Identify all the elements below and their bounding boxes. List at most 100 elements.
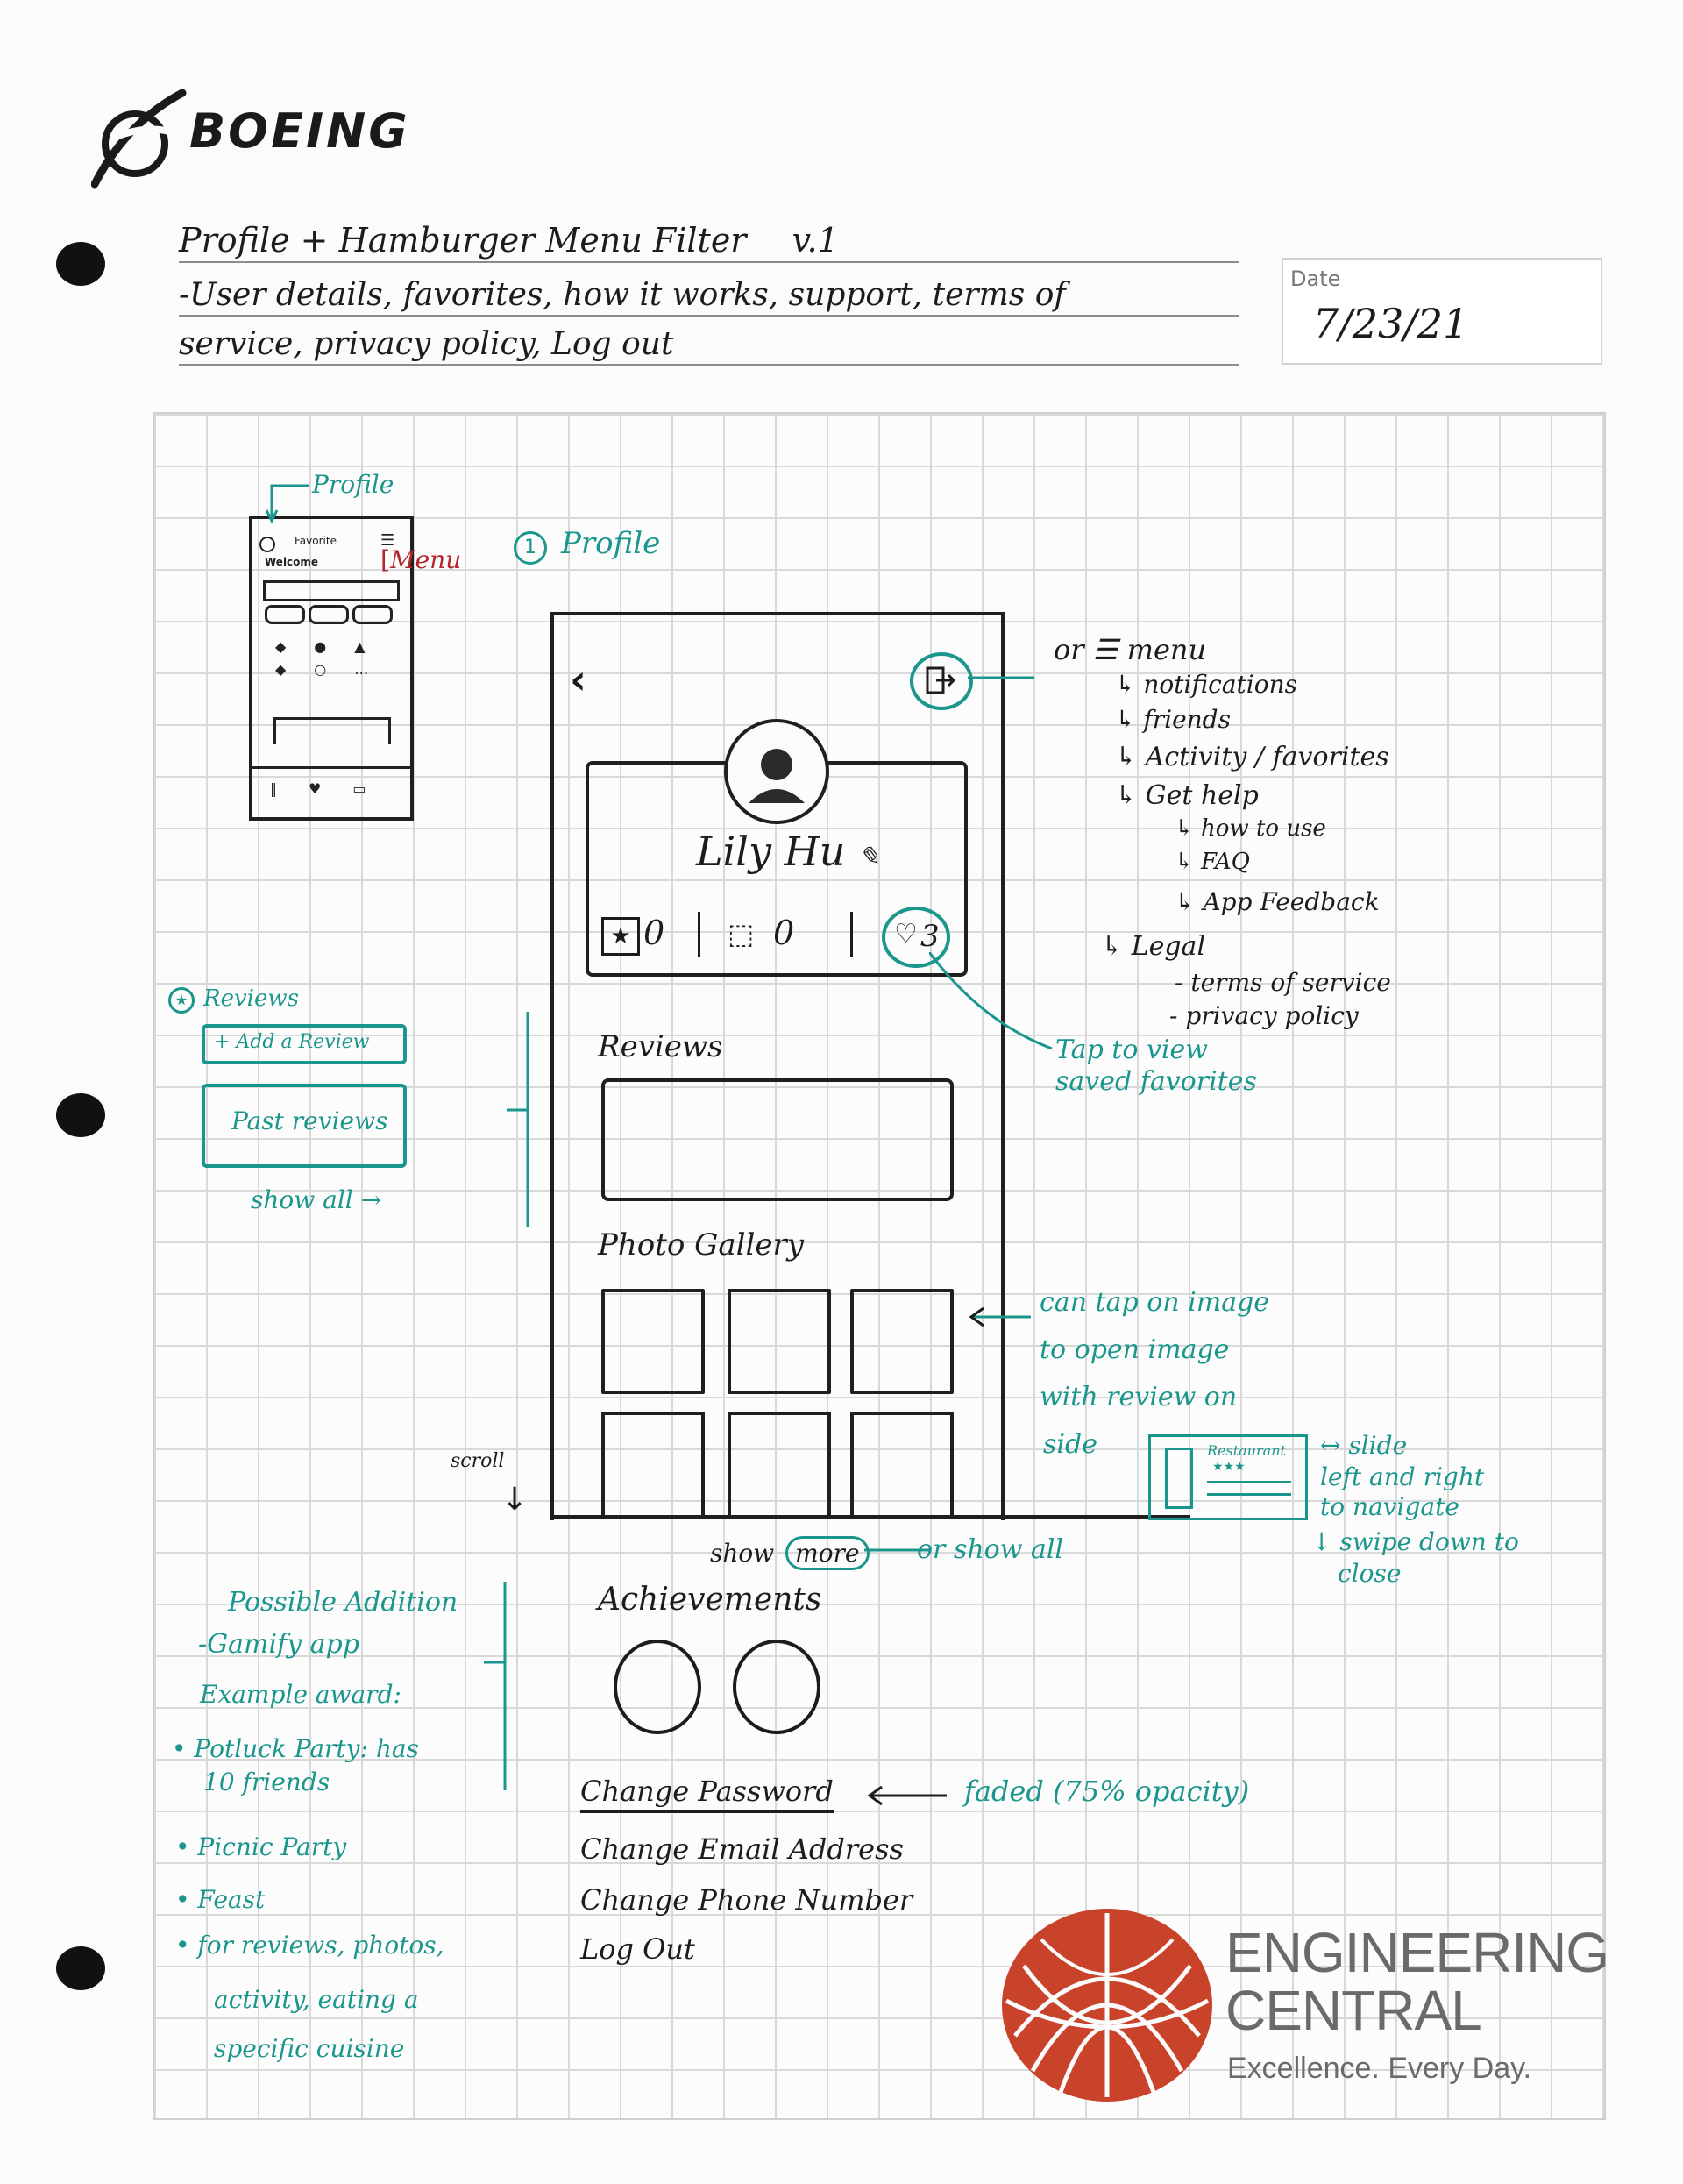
thumbnail-card [273, 717, 391, 744]
gallery-image[interactable] [728, 1412, 831, 1519]
gallery-heading: Photo Gallery [598, 1227, 804, 1263]
footer-brand-line-2: CENTRAL [1225, 1979, 1482, 2042]
phone-mockup-frame [550, 612, 1005, 1520]
heart-icon: ♡ [894, 919, 918, 950]
faded-arrow-icon [867, 1785, 947, 1806]
modal-restaurant-label: Restaurant [1207, 1442, 1286, 1459]
reviews-box[interactable] [601, 1078, 954, 1201]
slide-note-line-1: ↔ slide [1320, 1431, 1408, 1460]
log-out-link[interactable]: Log Out [580, 1932, 695, 1966]
show-more-connector [864, 1548, 931, 1552]
gallery-image[interactable] [850, 1412, 954, 1519]
gallery-image[interactable] [601, 1289, 705, 1394]
image-note-line-3: with review on [1040, 1382, 1238, 1412]
title-text: Profile + Hamburger Menu Filter [179, 221, 747, 260]
user-name-text: Lily Hu [696, 828, 846, 875]
reviews-note-title: Reviews [203, 985, 299, 1012]
show-more-button[interactable]: more [785, 1536, 870, 1570]
brand-wordmark: BOEING [189, 103, 410, 159]
date-box: Date 7/23/21 [1282, 258, 1602, 365]
menu-item-activity: ↳ Activity / favorites [1115, 742, 1389, 772]
favorites-stat-button[interactable]: ♡ 3 [882, 907, 950, 968]
reviews-star-icon[interactable]: ★ [601, 917, 640, 956]
stat-divider [698, 912, 700, 957]
thumbnail-welcome-label: Welcome [265, 556, 319, 568]
show-label: show [710, 1539, 775, 1568]
swipe-note-line-1: ↓ swipe down to [1311, 1527, 1519, 1556]
award-bullet-potluck-detail: 10 friends [203, 1768, 330, 1796]
boeing-logo: BOEING [90, 88, 503, 193]
addition-title: Possible Addition [228, 1587, 458, 1618]
scroll-down-arrow-icon: ↓ [501, 1482, 529, 1518]
menu-item-notifications: ↳ notifications [1115, 670, 1297, 699]
photos-icon[interactable]: ⬚ [728, 917, 755, 950]
change-phone-link[interactable]: Change Phone Number [580, 1883, 913, 1917]
or-show-all-note: or show all [917, 1534, 1064, 1565]
addition-bracket [484, 1582, 507, 1790]
gallery-image[interactable] [728, 1289, 831, 1394]
achievement-badge[interactable] [614, 1640, 701, 1734]
slide-note-line-2: left and right [1320, 1462, 1485, 1491]
menu-heading: or ☰ menu [1054, 633, 1207, 666]
avatar[interactable] [724, 719, 829, 824]
menu-item-terms: - terms of service [1175, 968, 1391, 997]
menu-item-how-to-use: ↳ how to use [1175, 815, 1326, 842]
modal-text-line [1207, 1493, 1291, 1496]
achievement-badge[interactable] [733, 1640, 820, 1734]
thumbnail-profile-arrow-icon [265, 484, 309, 524]
back-chevron-icon[interactable]: ‹ [570, 656, 586, 703]
favorites-note-line-2: saved favorites [1055, 1066, 1257, 1097]
image-note-arrow-icon [969, 1306, 1031, 1327]
change-password-link[interactable]: Change Password [580, 1775, 834, 1813]
title-version: v.1 [792, 221, 839, 260]
image-modal-sketch: Restaurant ★★★ [1148, 1434, 1308, 1520]
grid-paper [153, 412, 1606, 2120]
avatar-person-icon [749, 749, 805, 803]
footer-tagline: Excellence. Every Day. [1227, 2052, 1532, 2085]
award-bullet-activity: activity, eating a [214, 1985, 419, 2014]
date-value: 7/23/21 [1313, 300, 1469, 347]
thumbnail-profile-icon [259, 537, 275, 552]
date-label: Date [1290, 267, 1341, 291]
thumbnail-chip [309, 605, 349, 624]
page-title: Profile + Hamburger Menu Filter v.1 [179, 221, 1239, 263]
thumbnail-chip [352, 605, 393, 624]
award-bullet-picnic: • Picnic Party [175, 1832, 347, 1861]
thumbnail-menu-note-text: Menu [389, 545, 462, 574]
user-name: Lily Hu ✎ [696, 828, 880, 875]
section-number-badge: 1 [514, 531, 547, 565]
scroll-note: scroll [451, 1450, 505, 1472]
add-review-text: + Add a Review [214, 1031, 370, 1053]
thumbnail-tab-bar: ‖♥▭ [270, 780, 398, 797]
description-line-2: service, privacy policy, Log out [179, 326, 1239, 366]
logout-connector [968, 676, 1034, 679]
stat-divider [850, 912, 853, 957]
binder-hole [56, 1946, 105, 1990]
binder-hole [56, 1093, 105, 1137]
edit-pencil-icon[interactable]: ✎ [857, 842, 881, 872]
award-bullet-for-reviews: • for reviews, photos, [175, 1931, 444, 1960]
thumbnail-category-icons: ◆●▲ [275, 638, 394, 655]
menu-item-legal: ↳ Legal [1101, 931, 1206, 962]
thumbnail-wireframe: Favorite ☰ Welcome ◆●▲ ◆○… ‖♥▭ [249, 516, 414, 821]
thumbnail-chip [265, 605, 305, 624]
logout-button[interactable] [910, 652, 973, 710]
section-title: Profile [561, 526, 661, 561]
gallery-image[interactable] [850, 1289, 954, 1394]
favorites-connector [929, 952, 1053, 1050]
stat-photos-count: 0 [773, 914, 795, 952]
gallery-image[interactable] [601, 1412, 705, 1519]
award-bullet-feast: • Feast [175, 1885, 266, 1914]
reviews-heading: Reviews [598, 1029, 723, 1064]
modal-text-line [1207, 1481, 1291, 1483]
change-email-link[interactable]: Change Email Address [580, 1832, 904, 1866]
faded-note: faded (75% opacity) [964, 1775, 1250, 1808]
favorites-note-line-1: Tap to view [1055, 1035, 1208, 1065]
slide-note-line-3: to navigate [1320, 1492, 1459, 1521]
boeing-emblem-icon [90, 89, 187, 189]
add-review-sketch: + Add a Review [202, 1024, 407, 1064]
past-reviews-text: Past reviews [231, 1106, 388, 1135]
thumbnail-search-bar [263, 580, 400, 601]
menu-item-faq: ↳ FAQ [1175, 849, 1250, 875]
